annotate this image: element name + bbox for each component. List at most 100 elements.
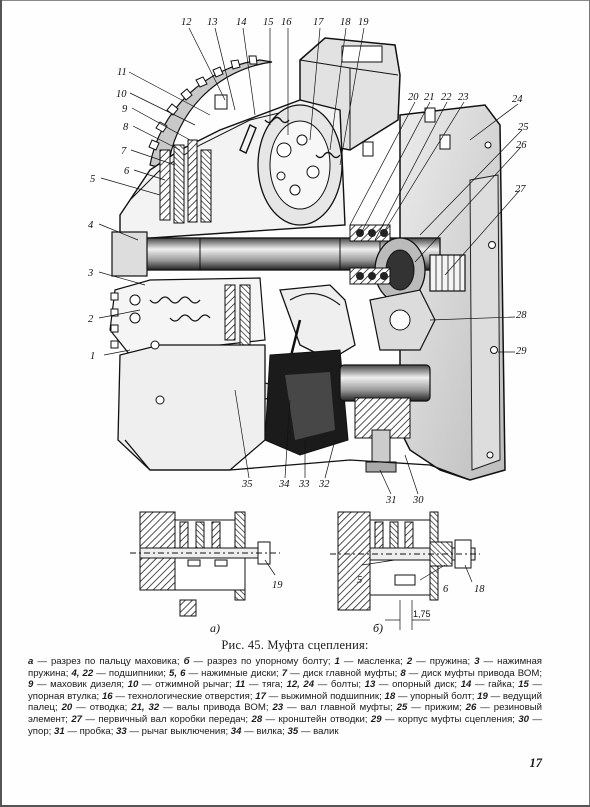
callout-35: 35 xyxy=(241,479,253,490)
callout-numbers: 1 2 3 4 5 6 7 8 9 10 11 12 13 14 15 16 1… xyxy=(87,17,529,506)
legend-text: — диск главной муфты; xyxy=(287,667,401,679)
callout-30: 30 xyxy=(412,495,424,506)
clutch-figure: 1 2 3 4 5 6 7 8 9 10 11 12 13 14 15 16 1… xyxy=(87,17,529,635)
legend-key: 25 xyxy=(396,702,408,714)
callout-19: 19 xyxy=(358,17,369,28)
legend-text: — нажимные диски; xyxy=(185,667,282,679)
legend-text: — первичный вал коробки передач; xyxy=(81,713,252,725)
callout-27: 27 xyxy=(515,184,526,195)
page-number: 17 xyxy=(529,756,543,770)
page-edge-bottom xyxy=(0,805,590,807)
legend-key: 29 xyxy=(370,713,382,725)
subfig-b-callout-6: 6 xyxy=(443,584,449,595)
legend-key: 2 xyxy=(406,656,413,667)
callout-31: 31 xyxy=(385,495,397,506)
callout-24: 24 xyxy=(512,94,523,105)
callout-7: 7 xyxy=(121,146,127,157)
legend-key: 21, 32 xyxy=(131,702,160,714)
callout-2: 2 xyxy=(88,314,94,325)
legend-key: 10 xyxy=(127,679,139,691)
legend-text: — разрез по пальцу маховика; xyxy=(33,656,184,667)
page-edge-left xyxy=(0,0,2,807)
callout-12: 12 xyxy=(181,17,192,28)
callout-1: 1 xyxy=(90,351,95,362)
callout-17: 17 xyxy=(313,17,324,28)
legend-key: 13 xyxy=(364,679,376,691)
legend-key: 7 xyxy=(281,667,288,679)
legend-text: — пружина; xyxy=(412,656,475,667)
subfigure-a: 19 а) xyxy=(130,511,283,635)
legend-text: — корпус муфты сцепления; xyxy=(381,713,519,725)
legend-text: — тяга; xyxy=(245,679,287,691)
legend-key: 11 xyxy=(235,679,246,691)
subfig-b-dimension: 1,75 xyxy=(413,609,431,619)
callout-8: 8 xyxy=(123,122,129,133)
legend-text: — упорная втулка; xyxy=(28,679,543,702)
page-edge-top xyxy=(0,0,590,1)
legend-text: — вал главной муфты; xyxy=(283,702,397,714)
callout-18: 18 xyxy=(340,17,351,28)
legend-key: 8 xyxy=(400,667,406,679)
callout-11: 11 xyxy=(117,67,127,78)
callout-14: 14 xyxy=(236,17,247,28)
subfig-b-callout-5: 5 xyxy=(357,575,362,586)
legend-key: 18 xyxy=(384,690,396,702)
callout-32: 32 xyxy=(318,479,330,490)
legend-key: 15 xyxy=(518,679,529,691)
legend-text: — технологические отверстия; xyxy=(112,690,256,702)
legend-text: — маховик дизеля; xyxy=(33,679,128,691)
callout-28: 28 xyxy=(516,310,527,321)
legend-text: — опорный диск; xyxy=(375,679,461,691)
legend-text: — масленка; xyxy=(339,656,407,667)
callout-34: 34 xyxy=(278,479,290,490)
callout-9: 9 xyxy=(122,104,128,115)
legend-key: 35 xyxy=(287,725,299,737)
callout-25: 25 xyxy=(518,122,529,133)
callout-10: 10 xyxy=(116,89,127,100)
legend-text: — ведущий палец; xyxy=(28,690,543,714)
legend-text: — резиновый элемент; xyxy=(28,702,542,725)
subfig-a-callout-19: 19 xyxy=(272,580,283,591)
callout-29: 29 xyxy=(516,346,527,357)
callout-23: 23 xyxy=(458,92,469,103)
legend-key: 34 xyxy=(230,725,242,737)
legend-key: а xyxy=(28,656,34,667)
subfig-a-label: а) xyxy=(210,621,220,635)
subfigure-b: 5 6 18 1,75 б) xyxy=(330,511,485,635)
legend-text: — валы привода ВОМ; xyxy=(159,702,273,714)
legend-key: 4, 22 xyxy=(71,667,94,679)
callout-3: 3 xyxy=(87,268,93,279)
main-drawing xyxy=(109,37,506,481)
legend-text: — диск муфты привода ВОМ; xyxy=(405,667,542,679)
callout-4: 4 xyxy=(88,220,94,231)
subfig-b-callout-18: 18 xyxy=(474,584,485,595)
legend-text: — гайка; xyxy=(471,679,519,691)
legend-text: — упор; xyxy=(28,713,543,737)
legend-text: — разрез по упорному болту; xyxy=(189,656,335,667)
legend-text: — болты; xyxy=(314,679,365,691)
legend-key: 1 xyxy=(334,656,340,667)
legend-text: — выжимной подшипник; xyxy=(265,690,385,702)
callout-33: 33 xyxy=(298,479,310,490)
callout-13: 13 xyxy=(207,17,218,28)
legend-key: 28 xyxy=(251,713,263,725)
callout-6: 6 xyxy=(124,166,130,177)
legend-text: — вилка; xyxy=(241,725,288,737)
legend-text: — пробка; xyxy=(64,725,117,737)
callout-16: 16 xyxy=(281,17,292,28)
legend-text: — отжимной рычаг; xyxy=(138,679,236,691)
legend-text: — подшипники; xyxy=(93,667,170,679)
legend-key: 30 xyxy=(518,713,530,725)
legend-key: 9 xyxy=(28,679,34,691)
legend-key: 14 xyxy=(460,679,472,691)
legend-text: — валик xyxy=(298,725,339,737)
callout-5: 5 xyxy=(90,174,95,185)
legend-key: 5, 6 xyxy=(169,667,186,679)
callout-15: 15 xyxy=(263,17,274,28)
legend-text: — рычаг выключения; xyxy=(126,725,231,737)
legend-text: — упорный болт; xyxy=(395,690,478,702)
legend-text: — нажимная пружина; xyxy=(28,656,542,679)
legend-key: 33 xyxy=(116,725,127,737)
bearing-group xyxy=(349,224,391,285)
ring-gear-teeth xyxy=(148,55,258,151)
